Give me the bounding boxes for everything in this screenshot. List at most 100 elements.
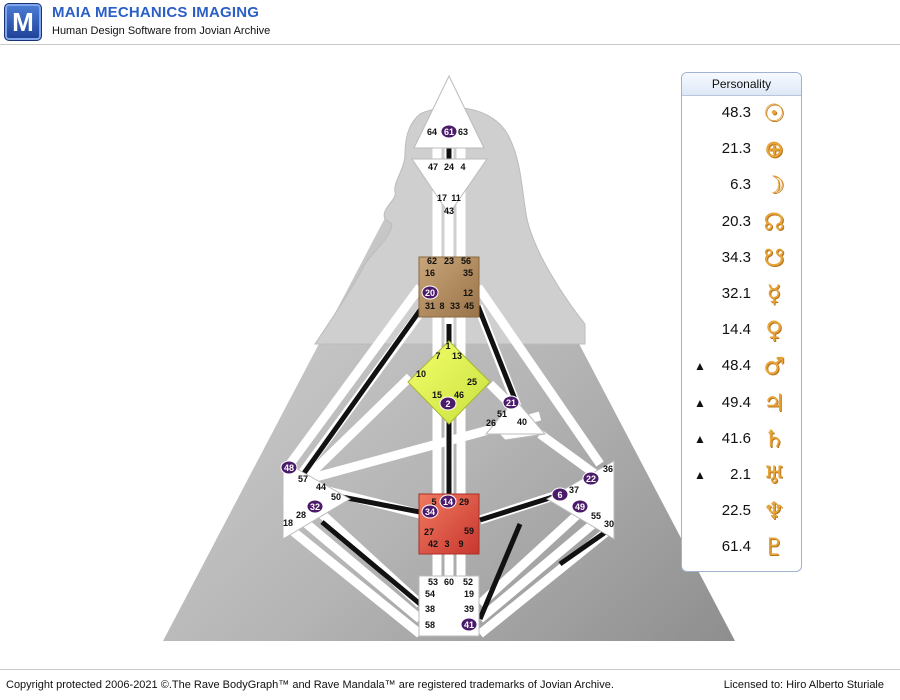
gate-label: 36 xyxy=(603,464,613,474)
active-gate-marker xyxy=(306,499,324,514)
active-gate-marker xyxy=(439,396,457,411)
active-gate-marker xyxy=(460,617,478,632)
gate-label: 46 xyxy=(454,390,464,400)
venus-icon: ♀ xyxy=(765,316,783,345)
app-logo-icon: M xyxy=(4,3,42,41)
app-footer: Copyright protected 2006-2021 ©.The Rave… xyxy=(0,669,900,700)
gate-label: 13 xyxy=(452,351,462,361)
personality-title: Personality xyxy=(682,73,801,96)
gate-label: 33 xyxy=(450,301,460,311)
license-text: Licensed to: Hiro Alberto Sturiale xyxy=(723,679,884,691)
active-gate-marker xyxy=(502,395,520,410)
uranus-icon: ♅ xyxy=(763,460,785,489)
gate-label: 29 xyxy=(459,497,469,507)
gate-label: 18 xyxy=(283,518,293,528)
moon-icon: ☽ xyxy=(763,171,785,200)
gate-label: 3 xyxy=(444,539,449,549)
personality-row: ▲ 2.1 ♅ xyxy=(682,458,801,494)
gate-label: 35 xyxy=(463,268,473,278)
activation-value: 34.3 xyxy=(721,248,751,266)
gate-label: 28 xyxy=(296,510,306,520)
retrograde-marker: ▲ xyxy=(694,395,706,410)
gate-label: 27 xyxy=(424,527,434,537)
gate-label: 53 xyxy=(428,577,438,587)
gate-label: 45 xyxy=(464,301,474,311)
personality-row: ▲49.4♃ xyxy=(682,386,801,422)
active-gate-marker xyxy=(582,471,600,486)
gate-label: 40 xyxy=(517,417,527,427)
active-gate-marker xyxy=(421,285,439,300)
gate-label: 2 xyxy=(445,399,450,409)
gate-label: 43 xyxy=(444,206,454,216)
jupiter-icon: ♃ xyxy=(763,388,785,417)
activation-value: 32.1 xyxy=(721,284,751,302)
gate-label: 32 xyxy=(310,502,320,512)
gate-label: 8 xyxy=(439,301,444,311)
gate-label: 17 xyxy=(437,193,447,203)
retrograde-marker: ▲ xyxy=(694,467,706,482)
gate-label: 31 xyxy=(425,301,435,311)
personality-row: 22.5 ♆ xyxy=(682,494,801,530)
activation-value: 41.6 xyxy=(721,429,751,447)
pluto-icon: ♇ xyxy=(763,533,785,562)
personality-row: 20.3 ☊ xyxy=(682,205,801,241)
gate-label: 48 xyxy=(284,463,294,473)
gate-label: 6 xyxy=(557,490,562,500)
active-gate-marker xyxy=(439,494,457,509)
activation-value: 21.3 xyxy=(721,140,751,158)
gate-label: 15 xyxy=(432,390,442,400)
gate-label: 24 xyxy=(444,162,454,172)
mercury-icon: ☿ xyxy=(766,279,782,308)
gate-label: 9 xyxy=(458,539,463,549)
activation-value: 48.4 xyxy=(721,357,751,375)
gate-label: 38 xyxy=(425,604,435,614)
activation-value: 2.1 xyxy=(730,465,751,483)
activation-value: 22.5 xyxy=(721,502,751,520)
active-gate-marker xyxy=(571,499,589,514)
gate-label: 39 xyxy=(464,604,474,614)
gate-label: 26 xyxy=(486,418,496,428)
gate-label: 56 xyxy=(461,256,471,266)
activation-value: 61.4 xyxy=(721,538,751,556)
retrograde-marker: ▲ xyxy=(694,359,706,374)
app-title: MAIA MECHANICS IMAGING xyxy=(52,4,260,21)
gate-label: 60 xyxy=(444,577,454,587)
activation-value: 20.3 xyxy=(721,212,751,230)
gate-label: 4 xyxy=(460,162,465,172)
activation-value: 48.3 xyxy=(721,104,751,121)
neptune-icon: ♆ xyxy=(763,497,785,526)
personality-list: 48.3☉21.3⊕6.3☽20.3☊34.3☋32.1☿14.4♀▲48.4♂… xyxy=(682,96,801,566)
mars-icon: ♂ xyxy=(763,352,785,381)
south-node-icon: ☋ xyxy=(763,243,785,272)
personality-row: 61.4 ♇ xyxy=(682,530,801,566)
app-subtitle: Human Design Software from Jovian Archiv… xyxy=(52,25,271,37)
gate-label: 58 xyxy=(425,620,435,630)
personality-row: 14.4 ♀ xyxy=(682,313,801,349)
active-gate-marker xyxy=(551,487,569,502)
activation-value: 14.4 xyxy=(721,321,751,339)
gate-label: 19 xyxy=(464,589,474,599)
active-gate-marker xyxy=(280,460,298,475)
retrograde-marker: ▲ xyxy=(694,431,706,446)
gate-label: 10 xyxy=(416,369,426,379)
gate-label: 30 xyxy=(604,519,614,529)
app-header: M MAIA MECHANICS IMAGING Human Design So… xyxy=(0,0,900,45)
personality-row: 32.1 ☿ xyxy=(682,277,801,313)
gate-label: 52 xyxy=(463,577,473,587)
gate-label: 49 xyxy=(575,502,585,512)
gate-label: 25 xyxy=(467,377,477,387)
gate-label: 23 xyxy=(444,256,454,266)
personality-row: ▲ 48.4 ♂ xyxy=(682,349,801,385)
copyright-text: Copyright protected 2006-2021 ©.The Rave… xyxy=(6,679,614,691)
personality-row: 48.3 ☉ xyxy=(682,96,801,132)
activation-value: 6.3 xyxy=(730,176,751,194)
sun-icon: ☉ xyxy=(763,99,785,127)
ajna-center xyxy=(411,158,488,215)
active-gate-marker xyxy=(440,124,458,139)
gate-label: 41 xyxy=(464,620,474,630)
personality-panel: Personality 48.3☉21.3⊕6.3☽20.3☊34.3☋32.1… xyxy=(681,72,802,572)
north-node-icon: ☊ xyxy=(763,207,785,236)
active-gate-marker xyxy=(421,504,439,519)
